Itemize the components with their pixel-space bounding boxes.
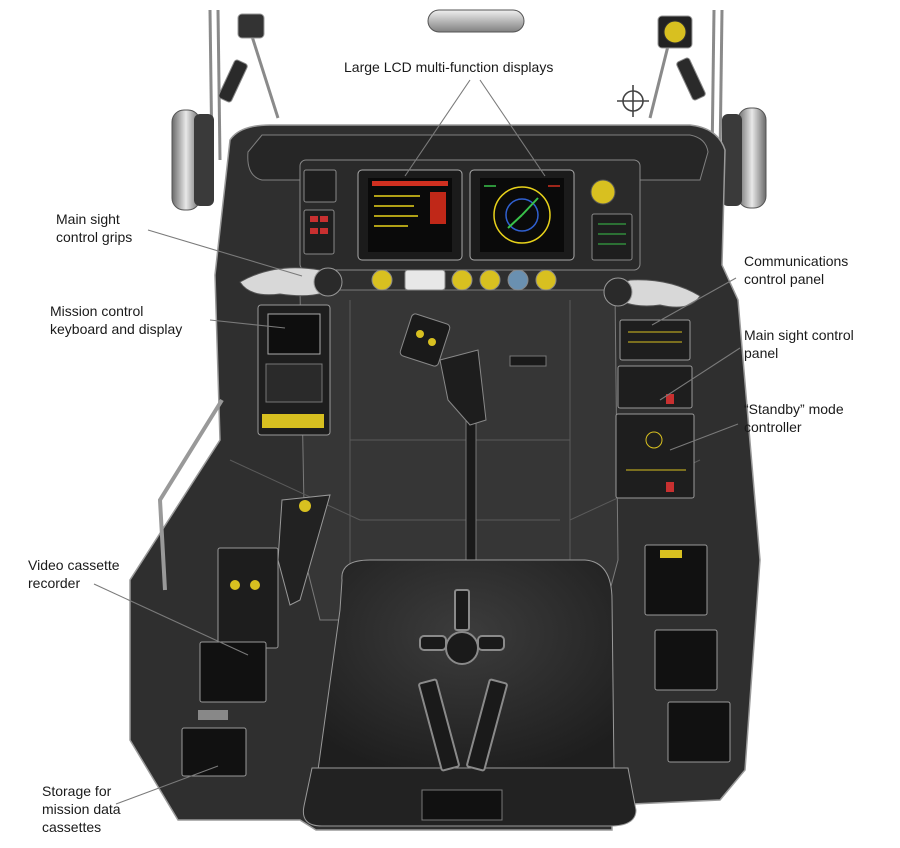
- overhead-light: [427, 9, 525, 33]
- upper-left-switch-panel: [303, 169, 337, 255]
- lcd-display-left: [357, 169, 463, 261]
- canopy-latch-left: [218, 13, 265, 103]
- label-comms-panel: Communications control panel: [744, 253, 849, 287]
- upper-right-panel: [590, 179, 633, 261]
- label-vcr: Video cassette recorder: [28, 557, 120, 591]
- standby-controller-panel: [615, 413, 695, 499]
- lcd-display-right: [469, 169, 575, 261]
- pilot-seat: [302, 559, 637, 827]
- label-storage: Storage for mission data cassettes: [42, 783, 121, 835]
- label-lcd-displays: Large LCD multi-function displays: [344, 59, 554, 75]
- floor-panel-lines: [229, 300, 701, 600]
- instrument-gauges: [371, 269, 557, 291]
- label-mission-keyboard: Mission control keyboard and display: [50, 303, 183, 337]
- mission-data-storage: [181, 710, 247, 777]
- label-sight-panel: Main sight control panel: [744, 327, 854, 361]
- seat-harness: [418, 589, 508, 772]
- sight-control-panel: [617, 365, 693, 409]
- leader-lines: [93, 79, 741, 805]
- video-cassette-recorder: [199, 547, 279, 703]
- side-cylinder-left: [171, 109, 214, 211]
- right-storage-bins: [644, 544, 731, 763]
- label-sight-grips: Main sight control grips: [56, 211, 133, 245]
- throttle-grip: [277, 494, 331, 606]
- sight-grip-right: [603, 277, 701, 308]
- comms-panel: [619, 319, 691, 361]
- sight-grip-left: [239, 267, 343, 297]
- label-standby-controller: “Standby” mode controller: [744, 401, 844, 435]
- side-cylinder-right: [722, 107, 767, 209]
- canopy-handle-left: [157, 398, 224, 591]
- canopy-latch-right: [657, 15, 706, 101]
- crosshair-icon: [617, 85, 649, 117]
- mission-keyboard-panel: [257, 304, 331, 436]
- center-control-stick: [399, 313, 547, 571]
